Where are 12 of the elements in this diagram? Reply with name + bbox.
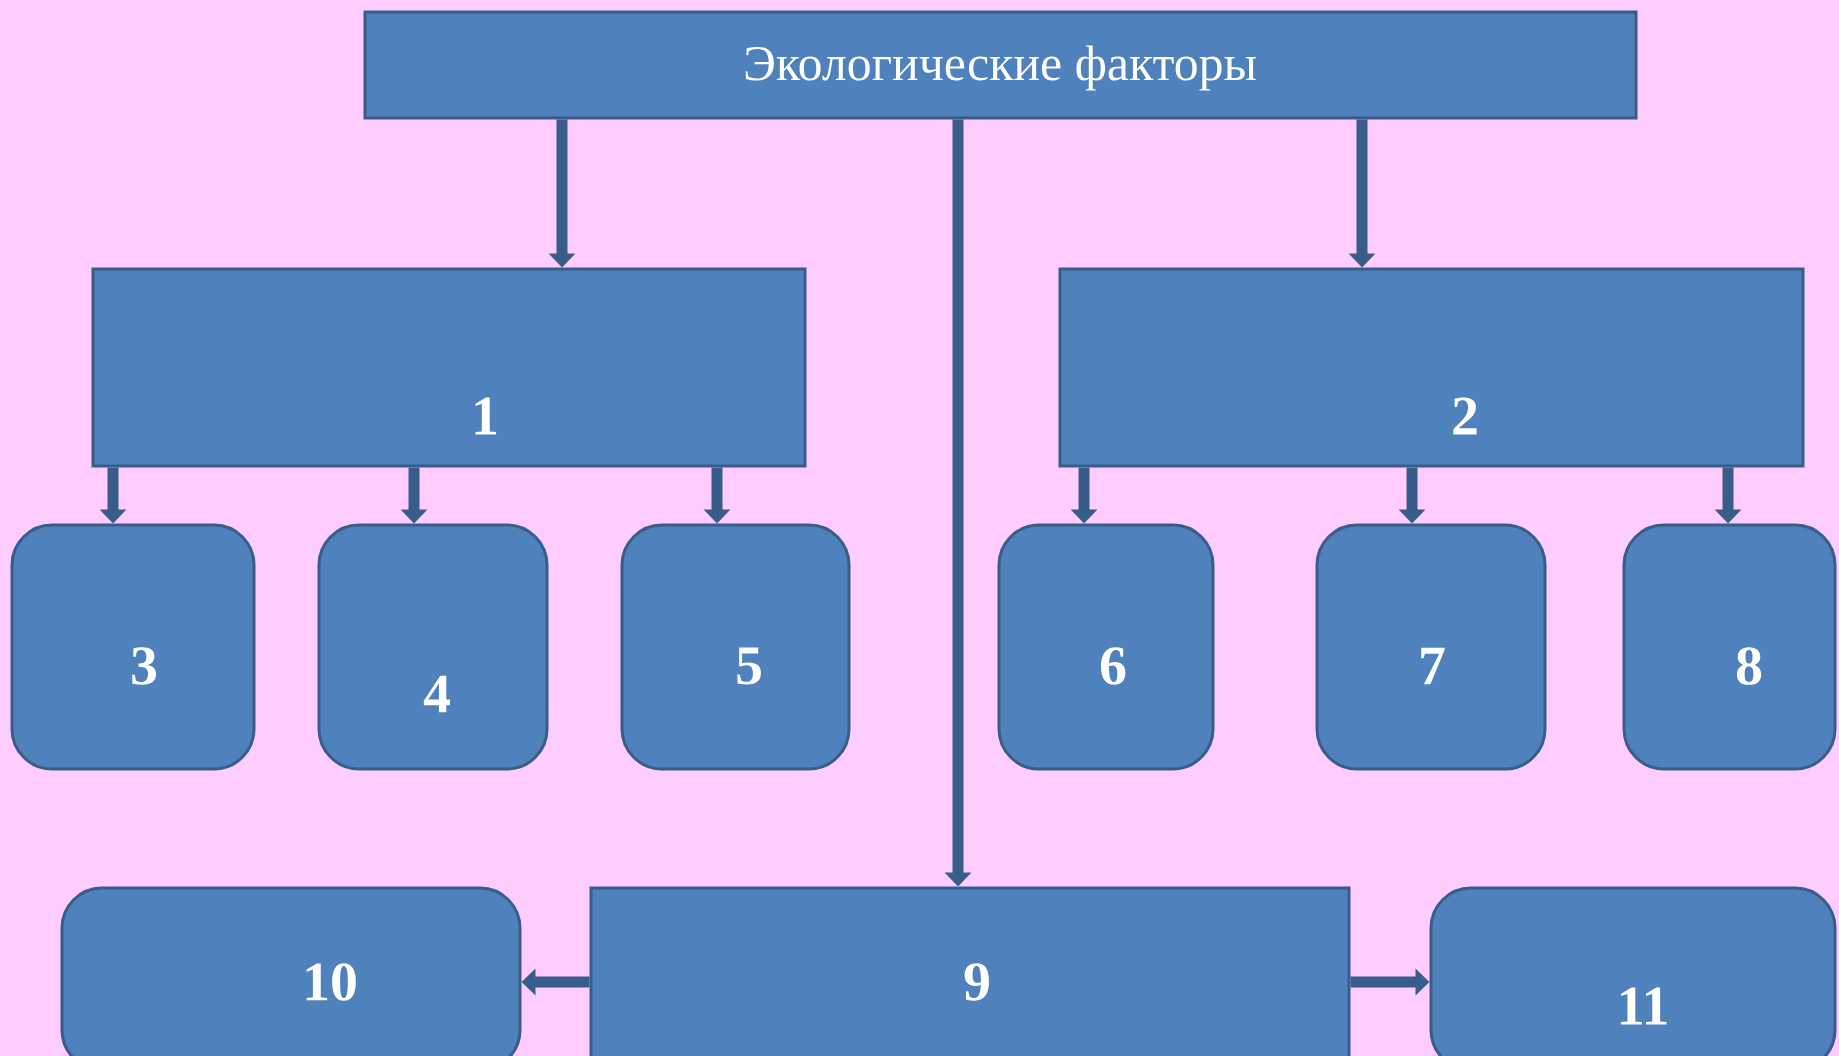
rounded-box: 8: [1622, 523, 1837, 771]
box: 1: [91, 267, 807, 468]
rounded-box: 11: [1429, 886, 1837, 1056]
rounded-box: 4: [317, 523, 549, 771]
rounded-box: 7: [1315, 523, 1547, 771]
rounded-box: 5: [620, 523, 851, 771]
box: Экологические факторы: [363, 10, 1638, 120]
rounded-box: 10: [60, 886, 522, 1056]
box: 2: [1058, 267, 1805, 468]
rounded-box: 6: [997, 523, 1215, 771]
box: 9: [589, 886, 1351, 1056]
rounded-box: 3: [10, 523, 256, 771]
